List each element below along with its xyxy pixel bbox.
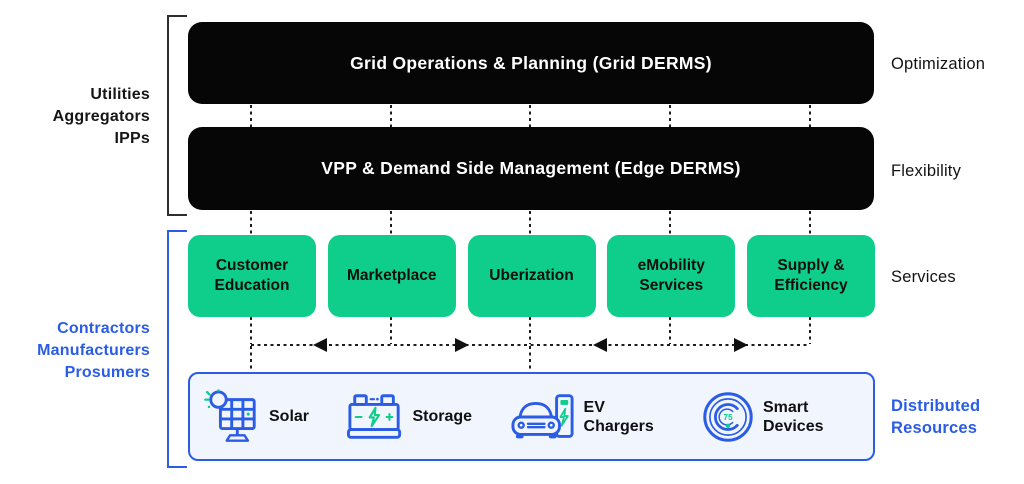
svg-text:75: 75 [723,411,733,421]
resource-item-smart-devices: 75 Smart Devices [702,391,843,443]
service-box-label: eMobility Services [637,257,705,294]
arrowhead-right-icon [455,338,469,352]
dashed-connector [529,346,531,372]
service-box-label: Marketplace [346,267,437,284]
prosumers-group-label: Contractors Manufacturers Prosumers [0,318,150,384]
edge-derms-bar: VPP & Demand Side Management (Edge DERMS… [188,127,874,210]
resource-item-solar: Solar [204,388,310,445]
flexibility-label: Flexibility [891,162,962,180]
ipps-label-line: IPPs [114,130,150,147]
resource-label: Smart Devices [763,398,824,435]
distributed-resources-panel: Solar Storage [188,372,875,461]
dashed-connector [669,105,671,127]
service-box-label: Customer Education [214,257,290,294]
dashed-connector [529,317,531,344]
dashed-connector [390,211,392,235]
edge-derms-bar-label: VPP & Demand Side Management (Edge DERMS… [321,158,741,178]
dashed-connector [669,317,671,344]
grid-derms-bar-label: Grid Operations & Planning (Grid DERMS) [350,52,712,73]
service-box-uberization: Uberization [467,235,596,317]
service-box-supply-efficiency: Supply & Efficiency [747,235,875,317]
utilities-bracket [167,15,187,216]
dashed-bus-line [251,344,810,346]
services-row: Customer Education Marketplace Uberizati… [188,235,875,317]
solar-panel-icon [204,388,256,442]
distributed-resources-label: Distributed Resources [891,397,981,437]
resource-label: EV Chargers [583,398,654,435]
dashed-connector [809,105,811,127]
prosumers-label-line: Prosumers [64,364,150,381]
service-box-label: Supply & Efficiency [774,257,848,294]
optimization-label: Optimization [891,55,986,73]
service-box-emobility-services: eMobility Services [607,235,736,317]
manufacturers-label-line: Manufacturers [37,342,150,359]
service-box-marketplace: Marketplace [327,235,456,317]
arrowhead-right-icon [734,338,748,352]
resource-label: Storage [412,408,473,425]
dashed-connector [529,211,531,235]
services-label: Services [891,268,956,286]
ev-charger-icon [511,393,574,438]
dashed-connector [809,317,811,344]
dashed-connector [809,211,811,235]
service-box-label: Uberization [489,267,574,284]
aggregators-label-line: Aggregators [52,108,150,125]
utilities-group-label: Utilities Aggregators IPPs [0,84,150,150]
arrowhead-left-icon [593,338,607,352]
arrowhead-left-icon [313,338,327,352]
dashed-connector [669,211,671,235]
contractors-label-line: Contractors [57,320,150,337]
dashed-connector [250,211,252,235]
resource-label: Solar [269,408,310,425]
dashed-connector [390,317,392,344]
dashed-connector [250,317,252,344]
resource-item-storage: Storage [347,392,472,442]
service-box-customer-education: Customer Education [188,235,316,317]
dashed-connector [250,346,252,372]
dashed-connector [529,105,531,127]
prosumers-bracket [167,230,187,468]
dashed-connector [390,105,392,127]
grid-derms-bar: Grid Operations & Planning (Grid DERMS) [188,22,874,104]
utilities-label-line: Utilities [90,86,150,103]
resource-item-ev-chargers: EV Chargers [511,391,664,443]
battery-storage-icon [347,393,402,439]
dashed-connector [250,105,252,127]
smart-thermostat-icon: 75 [703,391,753,442]
